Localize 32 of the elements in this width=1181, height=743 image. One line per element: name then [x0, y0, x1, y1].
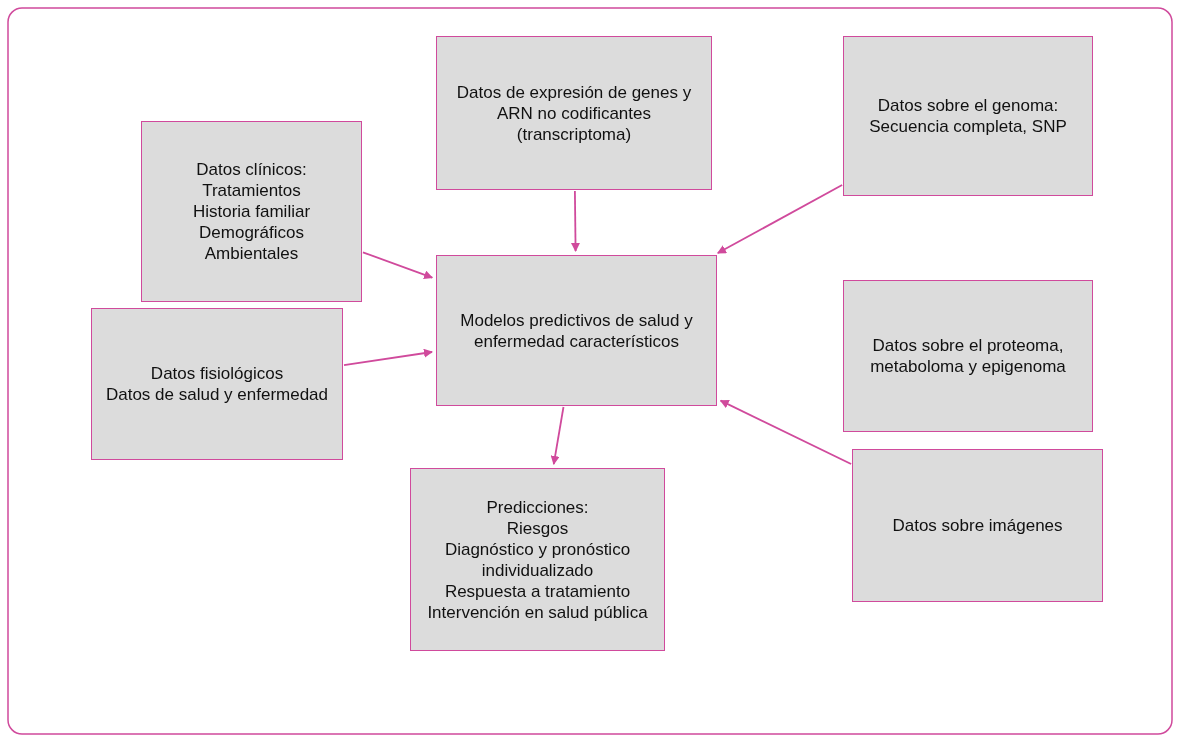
arrow [571, 190, 580, 252]
process-box [141, 121, 362, 302]
box-text: Demográficos [199, 222, 304, 243]
process-box [436, 36, 712, 190]
process-box [91, 308, 343, 460]
arrow [550, 406, 565, 465]
process-box [436, 255, 717, 406]
box-text: Modelos predictivos de salud y enfermedad característicos [459, 309, 694, 352]
box-text: Diagnóstico y pronóstico individualizado [443, 538, 632, 581]
box-text: Datos fisiológicos [150, 363, 284, 384]
box-text: Ambientales [204, 243, 299, 264]
process-box [852, 449, 1103, 602]
box-text: Riesgos [506, 517, 569, 539]
arrow [716, 184, 843, 254]
box-text: Respuesta a tratamiento [444, 580, 631, 602]
box-text: Datos sobre el genoma: [877, 95, 1059, 116]
arrow [719, 399, 852, 465]
box-text: Datos sobre el proteoma, metaboloma y epigenoma [869, 335, 1067, 377]
box-text: Historia familiar [192, 201, 311, 222]
box-text: Datos sobre imágenes [892, 515, 1063, 536]
box-text: Tratamientos [202, 180, 301, 201]
arrow [362, 251, 434, 280]
box-text: Secuencia completa, SNP [869, 116, 1067, 137]
box-text: Datos de salud y enfermedad [105, 384, 329, 405]
box-text: Predicciones: [486, 496, 589, 518]
arrow [343, 348, 433, 366]
box-text: Datos de expresión de genes y ARN no codificantes (transcriptoma) [455, 81, 693, 145]
box-text: Intervención en salud pública [427, 601, 648, 623]
process-box [410, 468, 665, 651]
box-text: Datos clínicos: [196, 159, 307, 180]
process-box [843, 36, 1093, 196]
process-box [843, 280, 1093, 432]
